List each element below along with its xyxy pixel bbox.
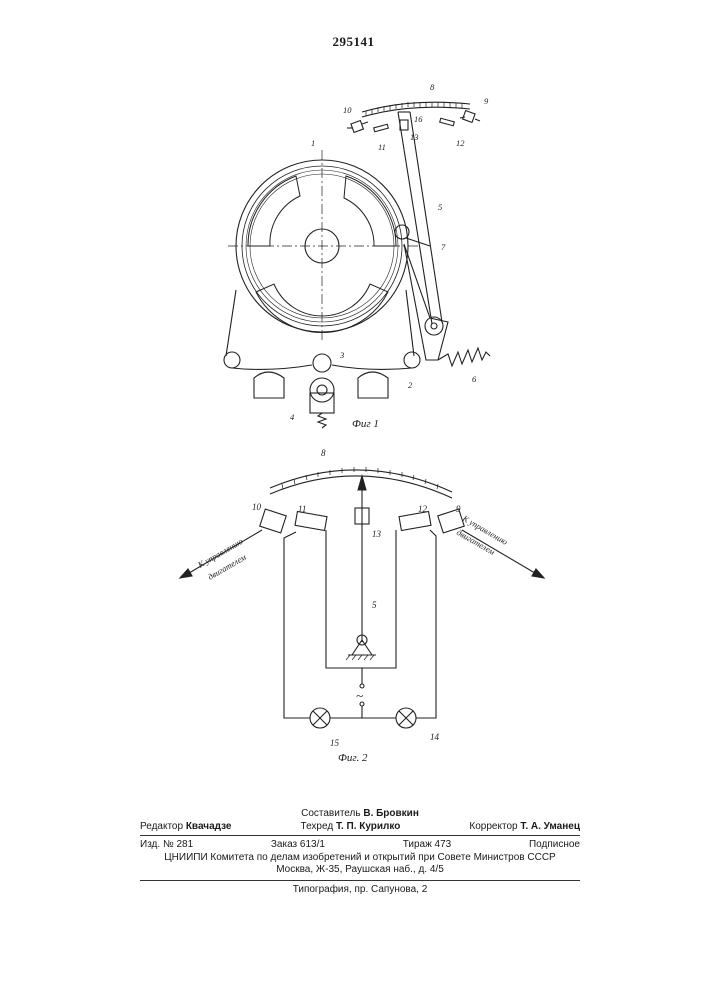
corrector: Корректор Т. А. Уманец: [469, 821, 580, 834]
fig2-label-9: 9: [456, 504, 461, 514]
colophon-rule-1: [140, 835, 580, 836]
fig2-label-5: 5: [372, 600, 377, 610]
staff-line: Редактор Квачадзе Техред Т. П. Курилко К…: [140, 821, 580, 834]
organization-line: ЦНИИПИ Комитета по делам изобретений и о…: [140, 852, 580, 865]
fig2-label-8: 8: [321, 448, 326, 458]
fig2-label-13: 13: [372, 529, 382, 539]
editor: Редактор Квачадзе: [140, 821, 232, 834]
subscription: Подписное: [529, 839, 580, 852]
fig2-label-14: 14: [430, 732, 440, 742]
compiler-name: В. Бровкин: [363, 808, 419, 819]
circulation: Тираж 473: [403, 839, 452, 852]
compiler-label: Составитель: [301, 808, 360, 819]
order-number: Заказ 613/1: [271, 839, 325, 852]
techred: Техред Т. П. Курилко: [301, 821, 401, 834]
figure-2-drawing: 8 9 10 11 12 13 5 14 15 ~ К управлению д…: [0, 0, 707, 800]
fig2-label-11: 11: [298, 504, 306, 514]
colophon: Составитель В. Бровкин Редактор Квачадзе…: [140, 808, 580, 896]
izd-number: Изд. № 281: [140, 839, 193, 852]
address-line: Москва, Ж-35, Раушская наб., д. 4/5: [140, 864, 580, 877]
colophon-rule-2: [140, 880, 580, 881]
ac-source-symbol: ~: [356, 688, 363, 703]
fig2-label-15: 15: [330, 738, 340, 748]
figure-2-caption: Фиг. 2: [338, 752, 368, 764]
publishing-line: Изд. № 281 Заказ 613/1 Тираж 473 Подписн…: [140, 839, 580, 852]
fig2-label-12: 12: [418, 504, 428, 514]
fig2-label-10: 10: [252, 502, 262, 512]
compiler-line: Составитель В. Бровкин: [140, 808, 580, 821]
printing-line: Типография, пр. Сапунова, 2: [140, 884, 580, 897]
